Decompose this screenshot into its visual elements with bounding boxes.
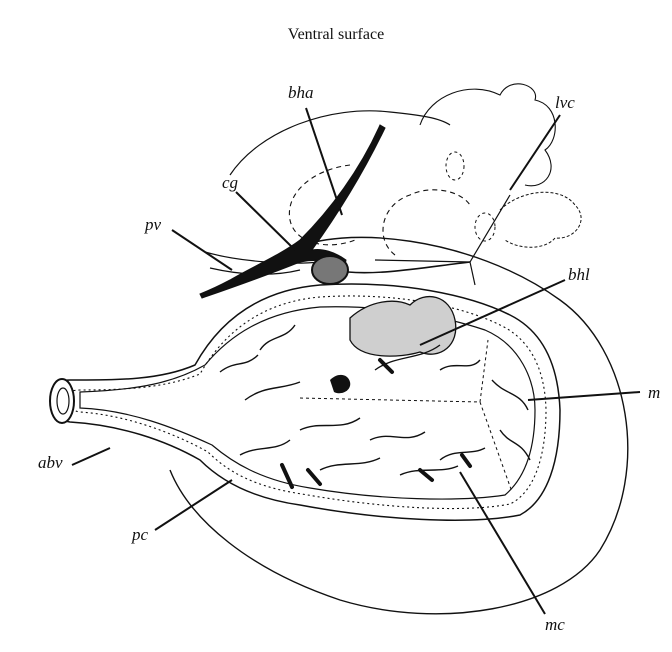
vena-cava-outline xyxy=(383,190,470,255)
right-vessel-tuft xyxy=(500,192,581,247)
label-bhl: bhl xyxy=(568,265,590,284)
label-cg: cg xyxy=(222,173,238,192)
heart-wall-outer xyxy=(55,284,560,520)
leader-lines xyxy=(72,108,640,614)
interior-dashed-line xyxy=(300,340,512,492)
label-pc: pc xyxy=(131,525,149,544)
dark-trabeculae xyxy=(282,360,470,487)
label-lvc: lvc xyxy=(555,93,575,112)
bhl-blob xyxy=(350,297,456,357)
blob-dark-spot xyxy=(330,375,350,393)
label-mc: mc xyxy=(545,615,565,634)
label-pv: pv xyxy=(144,215,162,234)
upper-lobe-outline xyxy=(420,84,555,186)
label-m: m xyxy=(648,383,660,402)
label-bha: bha xyxy=(288,83,314,102)
label-abv: abv xyxy=(38,453,63,472)
branchial-artery-outline xyxy=(230,111,450,175)
aortic-opening xyxy=(50,379,74,423)
cardiac-ganglion xyxy=(312,256,348,284)
small-oval-1 xyxy=(446,152,464,180)
ganglion-connective xyxy=(348,262,470,273)
